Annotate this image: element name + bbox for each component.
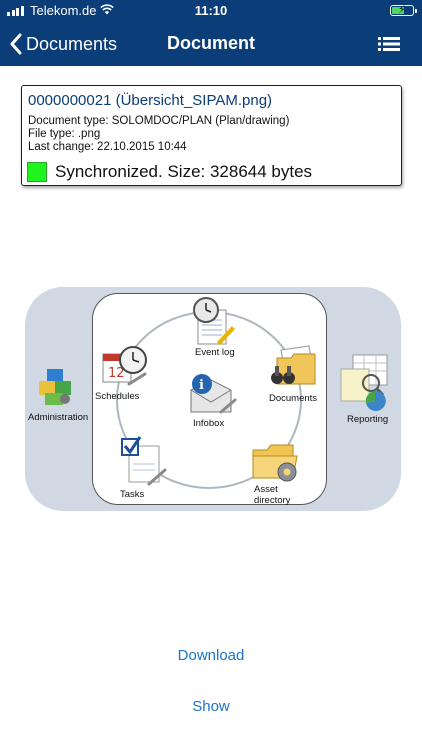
infobox-label: Infobox [193, 418, 225, 429]
tasks-label: Tasks [120, 489, 145, 500]
sync-status-text: Synchronized. Size: 328644 bytes [55, 162, 313, 181]
page-title: Document [166, 33, 255, 53]
battery-icon: ⚡ [390, 4, 417, 16]
schedules-label: Schedules [95, 391, 140, 402]
reporting-icon [340, 354, 388, 411]
show-button[interactable]: Show [192, 698, 230, 715]
sync-status-indicator [27, 162, 47, 182]
list-menu-icon[interactable] [378, 36, 400, 52]
back-button[interactable]: Documents [10, 30, 117, 58]
administration-label: Administration [28, 412, 89, 423]
sync-status: Synchronized. Size: 328644 bytes [27, 162, 312, 182]
documents-label: Documents [269, 393, 318, 404]
infobox-icon: i [190, 374, 237, 414]
cellular-signal-icon [7, 6, 24, 16]
asset-directory-icon [252, 444, 298, 482]
module-panel: Event log 12 Schedules i Infobox Docu [92, 293, 327, 506]
file-type: File type: .png [28, 128, 101, 140]
event-log-label: Event log [195, 347, 235, 358]
status-bar: Telekom.de 11:10 ⚡ [0, 0, 422, 22]
document-metadata: Document type: SOLOMDOC/PLAN (Plan/drawi… [28, 115, 395, 154]
document-name: 0000000021 (Übersicht_SIPAM.png) [28, 92, 273, 109]
reporting-label: Reporting [347, 414, 389, 425]
document-type: Document type: SOLOMDOC/PLAN (Plan/drawi… [28, 115, 290, 127]
status-time: 11:10 [194, 3, 228, 18]
documents-icon [271, 345, 316, 385]
svg-text:12: 12 [108, 366, 125, 381]
wifi-icon [100, 4, 114, 15]
document-preview-image: Event log 12 Schedules i Infobox Docu [25, 287, 401, 511]
schedules-icon: 12 [102, 346, 147, 386]
download-button[interactable]: Download [177, 647, 245, 664]
svg-text:i: i [199, 378, 204, 393]
back-button-label: Documents [26, 33, 118, 54]
chevron-left-icon [10, 33, 22, 55]
last-change: Last change: 22.10.2015 10:44 [28, 141, 187, 153]
event-log-icon [193, 297, 235, 345]
document-info-card: 0000000021 (Übersicht_SIPAM.png) Documen… [21, 85, 402, 186]
carrier-name: Telekom.de [30, 3, 97, 18]
navigation-bar: Telekom.de 11:10 ⚡ Documents Document [0, 0, 422, 66]
administration-icon [39, 369, 71, 405]
tasks-icon [121, 436, 167, 486]
